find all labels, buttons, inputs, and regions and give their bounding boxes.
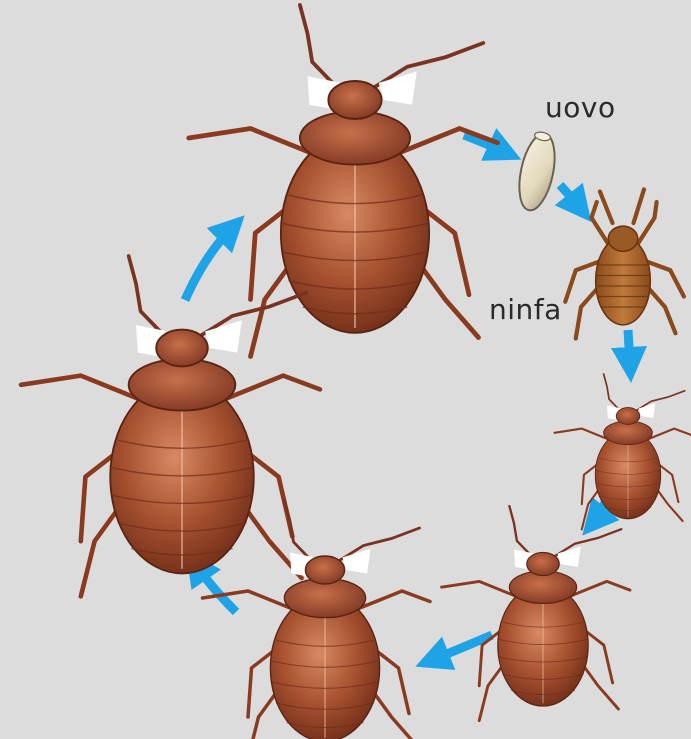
nymph-label: ninfa [489, 296, 562, 324]
egg-label: uovo [545, 94, 616, 122]
adult-top-illustration [189, 5, 498, 357]
arrow-large-to-adult-left [196, 565, 236, 612]
arrow-adult-left-to-adult-top [185, 228, 232, 300]
instar-medium-illustration [442, 506, 631, 721]
instar-small-illustration [555, 374, 691, 529]
nymph-illustration [565, 189, 684, 338]
arrow-nymph-to-instar-small [628, 330, 630, 365]
adult-left-illustration [21, 256, 320, 596]
egg-illustration [513, 130, 561, 214]
arrow-egg-to-nymph [560, 185, 580, 208]
